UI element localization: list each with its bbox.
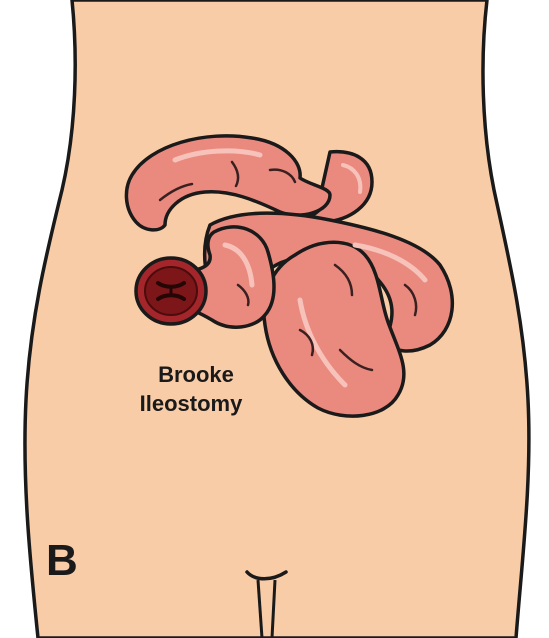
stoma-label-line1: Brooke [158, 362, 234, 387]
panel-letter: B [46, 536, 78, 585]
stoma-opening-illustration [136, 258, 206, 324]
stoma-label-line2: Ileostomy [140, 391, 243, 416]
